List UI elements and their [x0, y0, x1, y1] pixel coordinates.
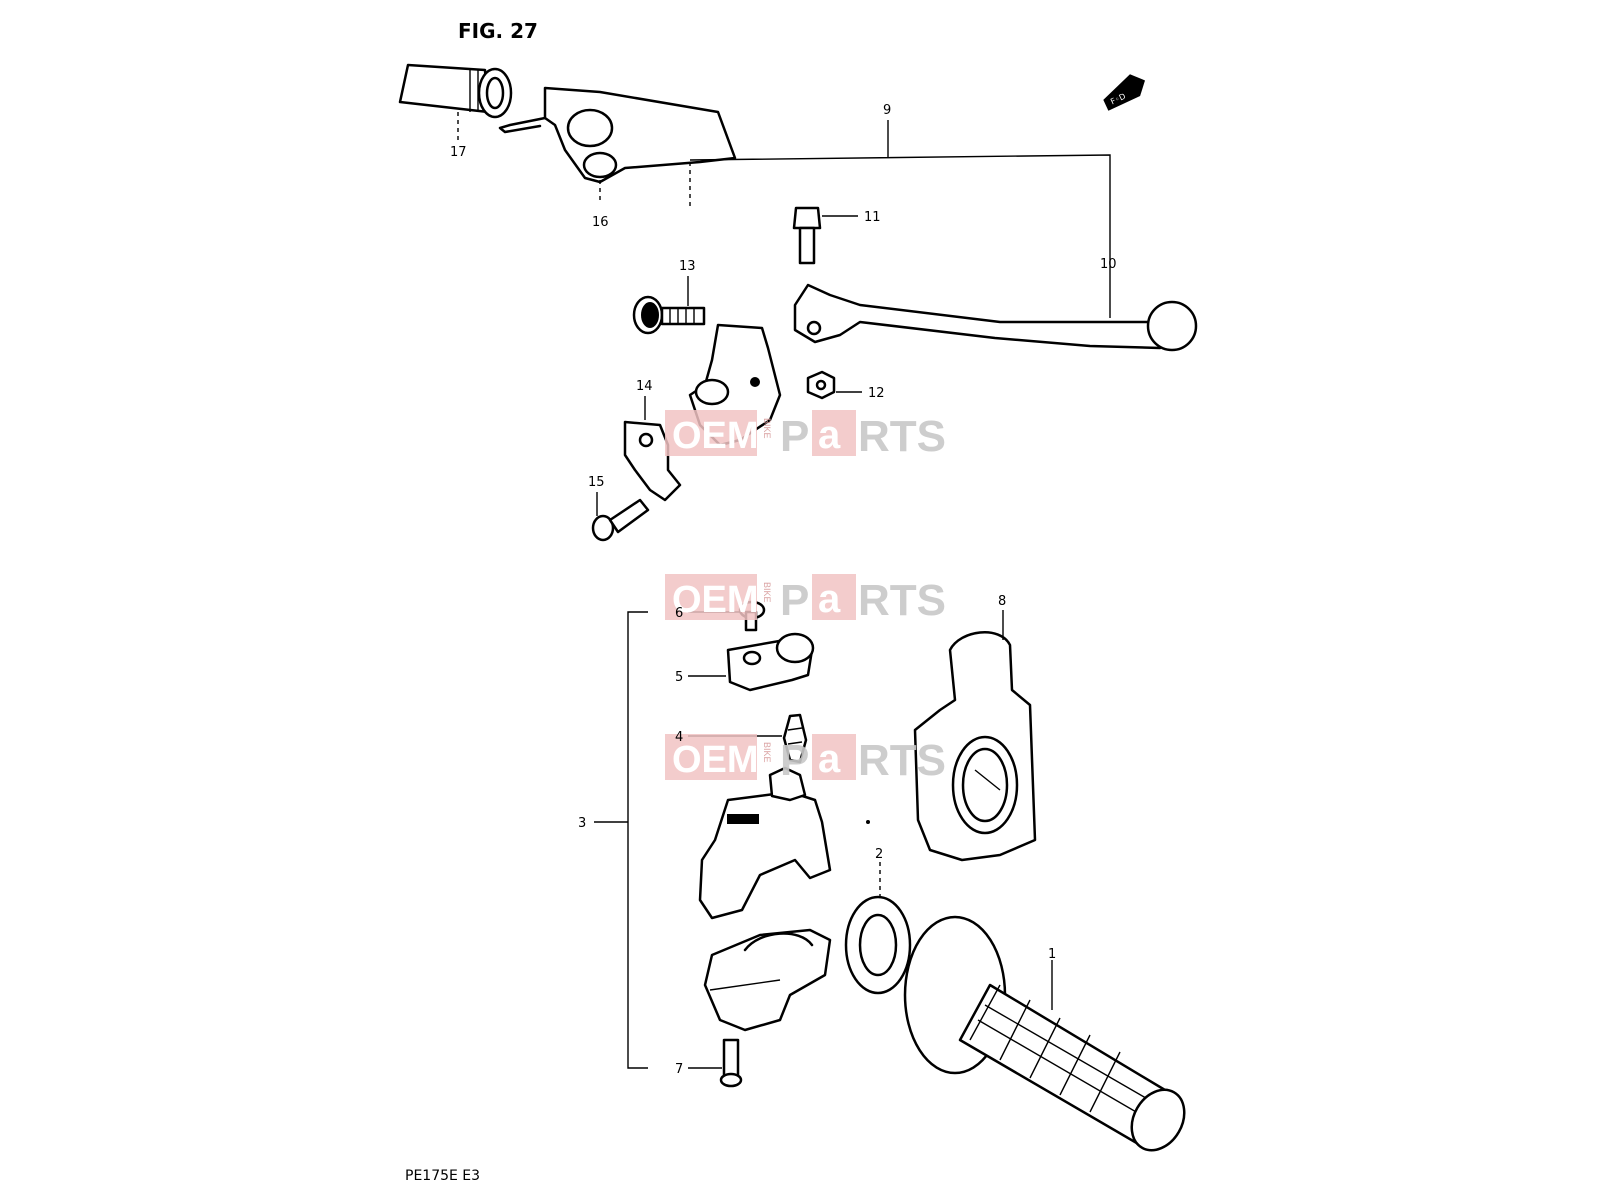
svg-text:RTS: RTS: [858, 576, 946, 625]
part-16-lever-holder: [498, 86, 737, 184]
part-15-screw: [591, 498, 650, 542]
part-12-nut: [806, 370, 836, 400]
part-10-clutch-lever: [793, 283, 1198, 352]
svg-text:OEM: OEM: [672, 739, 759, 781]
svg-text:RTS: RTS: [858, 412, 946, 461]
svg-text:P: P: [780, 576, 809, 625]
label-5: 5: [675, 670, 683, 685]
label-6: 6: [675, 606, 683, 621]
svg-text:a: a: [818, 413, 841, 457]
svg-text:OEM: OEM: [672, 415, 759, 457]
forward-arrow-icon: F◦D: [1103, 74, 1145, 111]
label-14: 14: [636, 379, 653, 394]
label-10: 10: [1100, 257, 1117, 272]
label-9: 9: [883, 103, 891, 118]
model-code: PE175E E3: [405, 1168, 480, 1184]
part-8-throttle-cover: [913, 631, 1037, 862]
label-1: 1: [1048, 947, 1056, 962]
svg-text:OEM: OEM: [672, 579, 759, 621]
part-2-throttle-collar: [844, 895, 912, 995]
svg-text:P: P: [780, 412, 809, 461]
label-11: 11: [864, 210, 881, 225]
watermark-2: OEM BIKE P a RTS: [665, 574, 946, 625]
svg-text:a: a: [818, 737, 841, 781]
svg-text:a: a: [818, 577, 841, 621]
label-7: 7: [675, 1062, 683, 1077]
throttle-housing-upper: [698, 766, 832, 920]
svg-text:BIKE: BIKE: [762, 582, 772, 603]
part-5-adjuster-plate: [726, 632, 815, 692]
svg-text:BIKE: BIKE: [762, 742, 772, 763]
watermark-3: OEM BIKE P a RTS: [665, 734, 946, 785]
svg-text:P: P: [780, 736, 809, 785]
label-8: 8: [998, 594, 1006, 609]
part-7-screw: [719, 1038, 743, 1088]
svg-text:RTS: RTS: [858, 736, 946, 785]
part-1-throttle-grip: [903, 915, 1186, 1152]
label-3: 3: [578, 816, 586, 831]
label-13: 13: [679, 259, 696, 274]
part-11-bolt: [792, 206, 822, 265]
figure-title: FIG. 27: [458, 19, 538, 43]
label-16: 16: [592, 215, 609, 230]
label-12: 12: [868, 386, 885, 401]
throttle-housing-lower: [703, 928, 832, 1032]
part-13-bolt: [632, 295, 706, 335]
label-15: 15: [588, 475, 605, 490]
label-17: 17: [450, 145, 467, 160]
label-2: 2: [875, 847, 883, 862]
part-4-spring-clip: [782, 713, 808, 764]
part-17-lever-boot: [398, 63, 513, 119]
svg-text:BIKE: BIKE: [762, 418, 772, 439]
watermark-1: OEM BIKE P a RTS: [665, 410, 946, 461]
label-4: 4: [675, 730, 683, 745]
